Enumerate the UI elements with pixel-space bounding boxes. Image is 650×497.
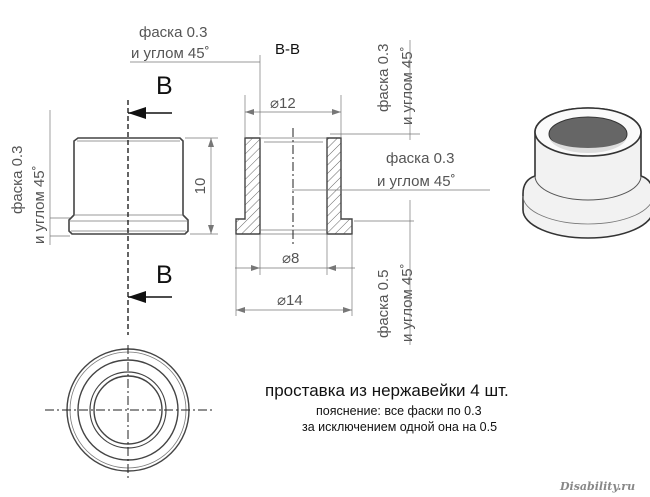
chamfer-label-top: фаска 0.3 (139, 24, 207, 41)
section-title: B-B (275, 41, 300, 58)
section-letter-top: B (156, 72, 173, 100)
chamfer-leader-top (130, 55, 261, 135)
caption-note-line2: за исключением одной она на 0.5 (302, 420, 497, 434)
chamfer-label-right-top: фаска 0.3 (375, 44, 392, 112)
chamfer-label-left: фаска 0.3 (9, 146, 26, 214)
chamfer-leader-right-top (330, 40, 420, 140)
chamfer-angle-right-top: и углом 45˚ (399, 46, 416, 125)
section-arrow-top (128, 107, 172, 119)
flange-diameter-dimension: ⌀14 (277, 292, 303, 309)
caption-note-line1: пояснение: все фаски по 0.3 (316, 404, 482, 418)
top-view-centerlines (45, 345, 212, 478)
chamfer-leader-right-bottom (354, 200, 414, 345)
isometric-view (522, 107, 650, 239)
chamfer-leader-left (49, 110, 70, 245)
section-letter-bottom: B (156, 261, 173, 289)
outer-diameter-dimension: ⌀12 (270, 95, 296, 112)
chamfer-angle-top: и углом 45˚ (131, 45, 210, 62)
chamfer-angle-mid: и углом 45˚ (377, 173, 456, 190)
chamfer-label-right-bottom: фаска 0.5 (375, 270, 392, 338)
inner-diameter-dimension: ⌀8 (282, 250, 299, 267)
height-dimension: 10 (192, 178, 209, 195)
section-arrow-bottom (128, 291, 172, 303)
chamfer-label-mid: фаска 0.3 (386, 150, 454, 167)
chamfer-angle-right-bottom: и углом 45˚ (399, 263, 416, 342)
chamfer-angle-left: и углом 45˚ (31, 165, 48, 244)
flange-diameter-lines (235, 234, 353, 316)
outer-diameter-lines (244, 95, 342, 138)
caption-title: проставка из нержавейки 4 шт. (265, 381, 509, 400)
section-view (235, 137, 353, 235)
height-dimension-lines (185, 137, 218, 235)
watermark: Disability.ru (559, 480, 635, 493)
inner-diameter-lines (235, 234, 355, 275)
